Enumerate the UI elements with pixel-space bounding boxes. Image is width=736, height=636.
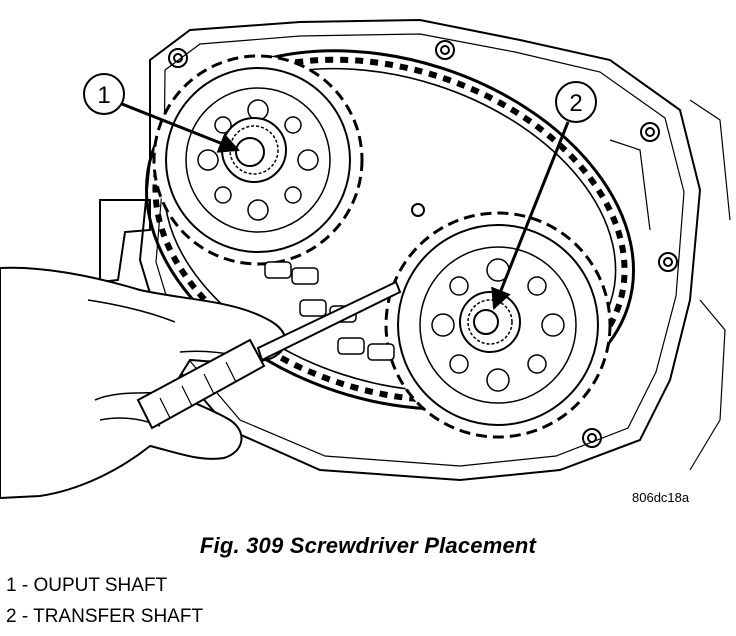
image-code-label: 806dc18a	[632, 490, 690, 505]
transfer-shaft	[459, 291, 521, 353]
legend-item-transfer-shaft: 2 - TRANSFER SHAFT	[6, 606, 204, 627]
screwdriver-placement-illustration: 1 2 806dc18a	[0, 18, 731, 505]
callout-1-number: 1	[97, 82, 110, 109]
callout-2-number: 2	[569, 90, 582, 117]
callout-1: 1	[83, 73, 240, 153]
figure-caption: Fig. 309 Screwdriver Placement	[199, 533, 537, 558]
legend-item-output-shaft: 1 - OUPUT SHAFT	[6, 575, 168, 596]
hand-with-screwdriver	[0, 266, 402, 500]
output-shaft	[221, 117, 287, 183]
callout-2: 2	[491, 81, 597, 310]
callout-2-leader-arrow	[491, 121, 570, 310]
callout-1-leader-arrow	[121, 102, 240, 153]
